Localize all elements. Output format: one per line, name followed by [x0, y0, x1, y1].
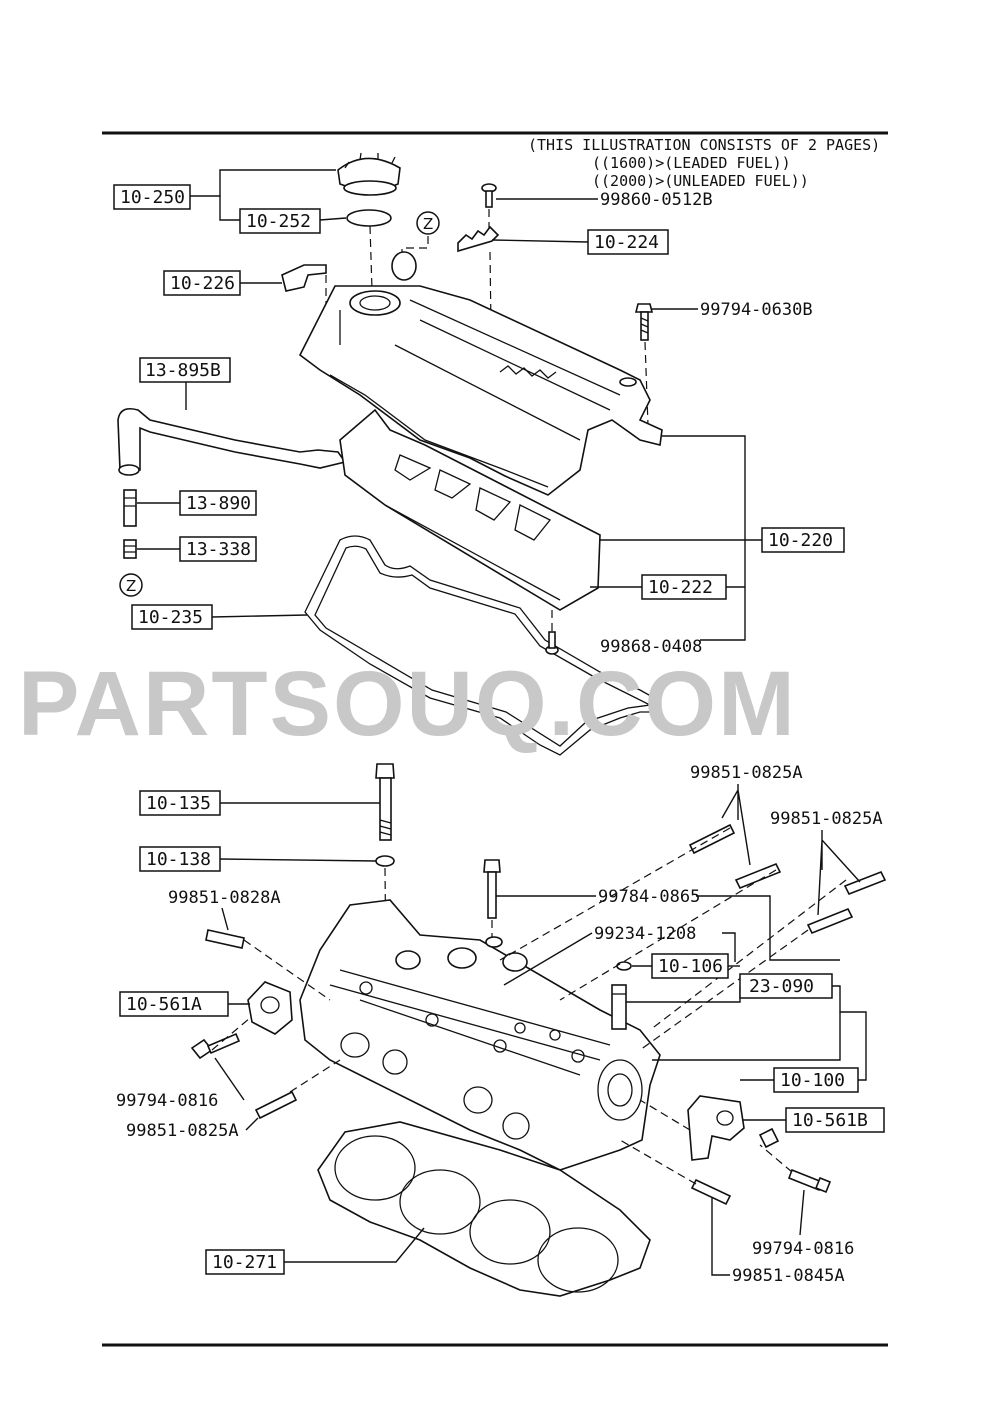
oil-separator-plate-icon: [339, 408, 601, 611]
svg-text:10-222: 10-222: [648, 577, 713, 598]
pn-99860-0512B[interactable]: 99860-0512B: [600, 190, 713, 210]
union-fitting-icon: [123, 539, 137, 559]
hose-fitting-icon: [123, 489, 137, 527]
callout-10-106[interactable]: 10-106: [651, 953, 729, 979]
header-note-line1: (THIS ILLUSTRATION CONSISTS OF 2 PAGES): [528, 136, 880, 154]
screw-icon: [481, 183, 497, 208]
callout-10-252[interactable]: 10-252: [239, 208, 321, 234]
breather-hose-icon: [117, 407, 347, 476]
engine-hanger-rear-icon: [687, 1095, 780, 1161]
header-note-line3: ((2000)>(UNLEADED FUEL)): [592, 172, 809, 190]
svg-text:10-271: 10-271: [212, 1252, 277, 1273]
cover-bolt-icon: [545, 631, 559, 655]
callout-10-135[interactable]: 10-135: [139, 790, 221, 816]
svg-text:10-561A: 10-561A: [126, 994, 202, 1015]
callout-10-235[interactable]: 10-235: [131, 604, 213, 630]
callout-13-338[interactable]: 13-338: [179, 536, 257, 562]
callout-10-100[interactable]: 10-100: [773, 1067, 859, 1093]
cover-gasket-icon: [304, 535, 661, 756]
callout-10-224[interactable]: 10-224: [587, 229, 669, 255]
svg-text:13-338: 13-338: [186, 539, 251, 560]
pn-99851-0828A[interactable]: 99851-0828A: [168, 888, 281, 908]
svg-text:10-224: 10-224: [594, 232, 659, 253]
head-bolt-icon: [375, 763, 395, 841]
svg-text:10-252: 10-252: [246, 211, 311, 232]
pn-99784-0865[interactable]: 99784-0865: [598, 887, 700, 907]
callout-10-271[interactable]: 10-271: [205, 1249, 285, 1275]
callout-13-895B[interactable]: 13-895B: [139, 357, 231, 383]
pn-99794-0816-left[interactable]: 99794-0816: [116, 1091, 218, 1111]
pn-99868-0408[interactable]: 99868-0408: [600, 637, 702, 657]
filler-cap-seal-icon: [346, 209, 392, 227]
svg-text:23-090: 23-090: [749, 976, 814, 997]
callout-10-250[interactable]: 10-250: [113, 184, 191, 210]
callout-10-220[interactable]: 10-220: [761, 527, 845, 553]
pn-99794-0630B[interactable]: 99794-0630B: [700, 300, 813, 320]
callout-10-561B[interactable]: 10-561B: [785, 1107, 885, 1133]
valve-guide-icon: [611, 984, 627, 1030]
callout-10-138[interactable]: 10-138: [139, 846, 221, 872]
pn-99851-0825A-right[interactable]: 99851-0825A: [770, 809, 883, 829]
svg-text:Z: Z: [126, 577, 136, 595]
callout-10-226[interactable]: 10-226: [163, 270, 241, 296]
pn-99851-0825A-top[interactable]: 99851-0825A: [690, 763, 803, 783]
cylinder-head-cover-icon: [298, 251, 663, 496]
header-note-line2: ((1600)>(LEADED FUEL)): [592, 154, 791, 172]
hanger-bolt-right-icon: [787, 1168, 832, 1194]
head-gasket-icon: [317, 1121, 651, 1297]
z-marker-top: Z: [416, 211, 440, 235]
z-marker-left: Z: [119, 573, 143, 597]
pn-99794-0816-right[interactable]: 99794-0816: [752, 1239, 854, 1259]
watermark: PARTSOUQ.COM: [18, 653, 797, 755]
bolt-icon: [634, 303, 654, 341]
svg-text:10-226: 10-226: [170, 273, 235, 294]
hanger-bolt-left-icon: [190, 1032, 241, 1060]
baffle-plate-icon: [457, 225, 500, 253]
svg-text:10-100: 10-100: [780, 1070, 845, 1091]
head-bolt-washer-icon: [375, 855, 395, 867]
svg-text:10-138: 10-138: [146, 849, 211, 870]
svg-text:10-135: 10-135: [146, 793, 211, 814]
pn-99851-0825A-left[interactable]: 99851-0825A: [126, 1121, 239, 1141]
svg-text:10-250: 10-250: [120, 187, 185, 208]
oil-filler-cap-icon: [337, 152, 401, 196]
callout-13-890[interactable]: 13-890: [179, 490, 257, 516]
plug-seal-icon: [616, 961, 632, 971]
callout-23-090[interactable]: 23-090: [739, 973, 833, 999]
svg-text:Z: Z: [423, 215, 433, 233]
engine-hanger-front-icon: [247, 981, 293, 1035]
svg-text:10-235: 10-235: [138, 607, 203, 628]
svg-text:10-561B: 10-561B: [792, 1110, 868, 1131]
svg-text:10-106: 10-106: [658, 956, 723, 977]
cam-bolt-icon: [483, 859, 501, 919]
svg-text:13-895B: 13-895B: [145, 360, 221, 381]
pn-99234-1208[interactable]: 99234-1208: [594, 924, 696, 944]
svg-text:13-890: 13-890: [186, 493, 251, 514]
cylinder-head-icon: [299, 899, 661, 1171]
callout-10-222[interactable]: 10-222: [641, 574, 727, 600]
callout-10-561A[interactable]: 10-561A: [119, 991, 229, 1017]
stud-bolt-icon: [205, 823, 887, 1206]
pn-99851-0845A[interactable]: 99851-0845A: [732, 1266, 845, 1286]
bracket-icon: [281, 264, 327, 292]
svg-text:10-220: 10-220: [768, 530, 833, 551]
